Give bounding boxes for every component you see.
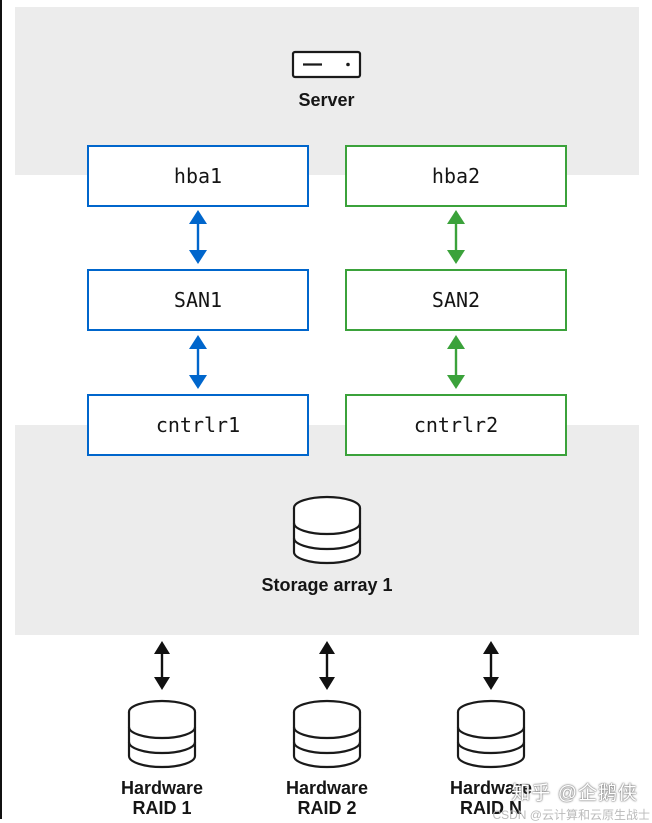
san2-node: SAN2 [345,269,567,331]
raid1-disk-icon [127,699,197,769]
server-icon [291,50,362,79]
raidn-disk-icon [456,699,526,769]
arrow-san1-cntrlr1 [189,335,207,389]
raid1-label-line2: RAID 1 [132,798,192,818]
raid2-label-line1: Hardware [285,778,369,798]
watermark: 知乎 @企鹅侠 [511,783,638,804]
arrow-hba2-san2 [447,210,465,264]
raid2-label-line2: RAID 2 [297,798,357,818]
raid2-disk-icon [292,699,362,769]
left-border [0,0,2,819]
arrow-storage-raid2 [319,641,335,690]
hba1-node: hba1 [87,145,309,207]
hba2-node: hba2 [345,145,567,207]
storage-array-disk-icon [292,495,362,565]
cntrlr2-node: cntrlr2 [345,394,567,456]
san1-node: SAN1 [87,269,309,331]
raidn-label-line2: RAID N [460,798,522,818]
storage-array-label: Storage array 1 [261,575,393,595]
raidn-label-line1: Hardware [449,778,533,798]
raidn-label: Hardware RAID N [421,778,561,818]
watermark-sub: CSDN @云计算和云原生战士 [492,808,650,822]
raid1-label: Hardware RAID 1 [92,778,232,818]
arrow-san2-cntrlr2 [447,335,465,389]
raid1-label-line1: Hardware [120,778,204,798]
arrow-storage-raidn [483,641,499,690]
arrow-storage-raid1 [154,641,170,690]
server-label: Server [298,90,355,110]
raid2-label: Hardware RAID 2 [257,778,397,818]
arrow-hba1-san1 [189,210,207,264]
cntrlr1-node: cntrlr1 [87,394,309,456]
